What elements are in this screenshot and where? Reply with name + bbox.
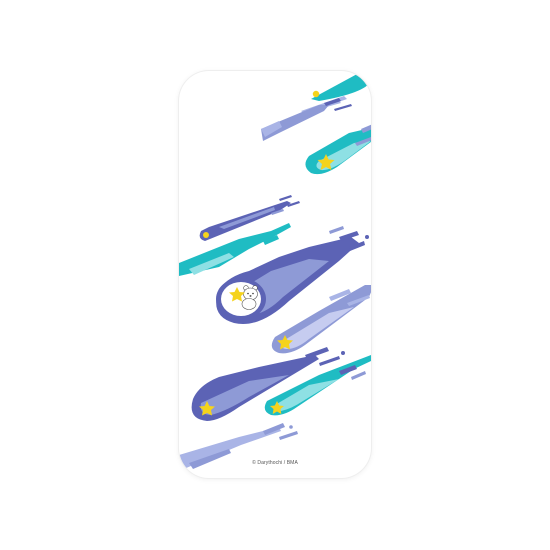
comet-lavender-upper bbox=[261, 98, 352, 141]
white-bear-icon bbox=[241, 285, 258, 310]
comet-periwinkle-left bbox=[199, 195, 300, 241]
phone-case: © Darythochi / BMA bbox=[179, 71, 371, 478]
star-icon bbox=[199, 401, 215, 416]
comet-teal-right bbox=[305, 124, 371, 175]
copyright-text: © Darythochi / BMA bbox=[252, 460, 298, 466]
comet-lavender-right bbox=[271, 285, 371, 354]
comet-teal-band bbox=[179, 223, 291, 276]
streaks-bottom bbox=[179, 423, 298, 471]
comet-periwinkle-lower bbox=[191, 347, 345, 421]
star-icon bbox=[317, 154, 335, 170]
star-icon bbox=[277, 335, 293, 350]
comet-teal-lower bbox=[264, 355, 371, 416]
star-icon bbox=[270, 401, 284, 414]
star-icon bbox=[229, 287, 245, 302]
comet-illustration bbox=[179, 72, 371, 471]
comet-teal-top bbox=[301, 72, 371, 114]
